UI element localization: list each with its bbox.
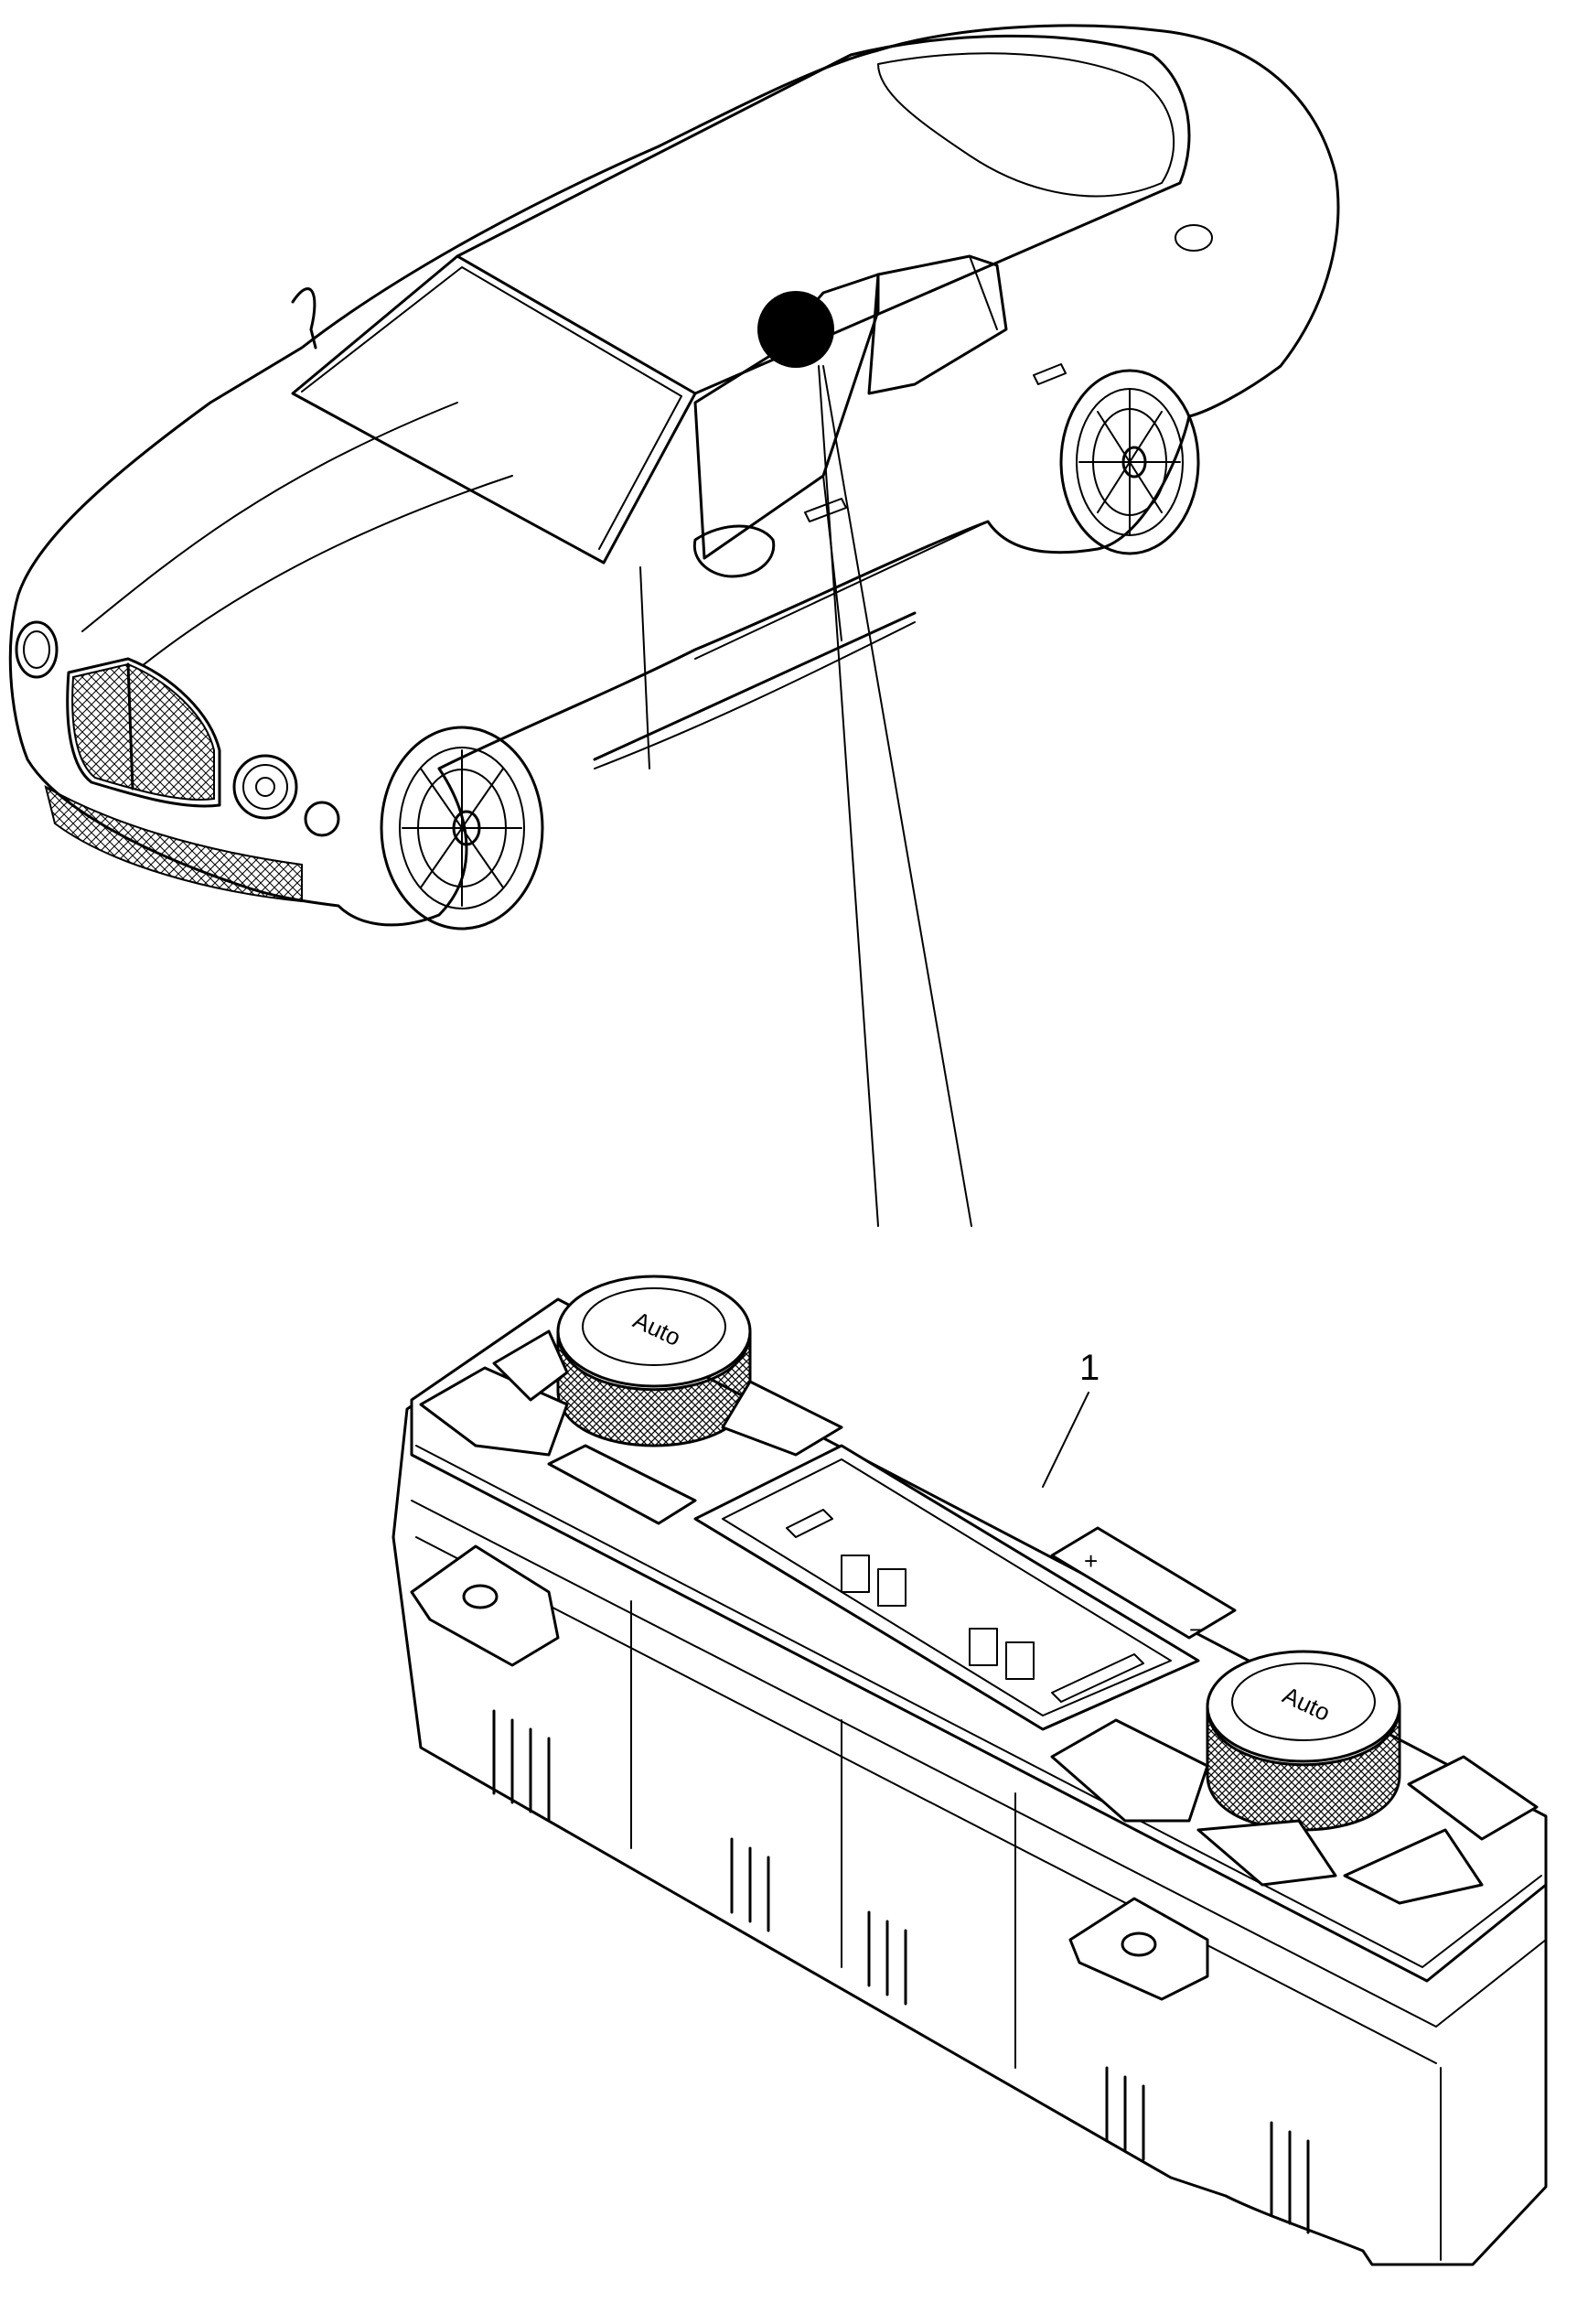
windscreen [291, 254, 697, 565]
temperature-rocker-right[interactable]: + − [1050, 1526, 1237, 1643]
callout-1: 1 [1042, 1348, 1100, 1488]
mounting-tab-right [1068, 1897, 1209, 2001]
leader-lines [818, 365, 972, 1227]
fan-button-left[interactable] [547, 1444, 697, 1525]
callout-label-1: 1 [1079, 1348, 1100, 1388]
roof-line [456, 34, 1191, 395]
right-temperature-knob[interactable]: Auto [1206, 1650, 1401, 1832]
fan-button-right[interactable] [1050, 1718, 1209, 1823]
left-button-3[interactable] [721, 1380, 843, 1457]
wing-mirror [692, 524, 776, 578]
leader-line-left [818, 365, 879, 1227]
vent-slots [492, 1709, 1310, 2234]
plus-label: + [1084, 1547, 1098, 1575]
side-window-rear [867, 254, 1008, 395]
minus-label: − [1189, 1616, 1203, 1643]
headlight-right [232, 754, 340, 837]
fuel-cap [1175, 224, 1213, 252]
lcd-display [693, 1444, 1200, 1731]
mounting-tab-left [410, 1544, 560, 1667]
right-button-3[interactable] [1407, 1755, 1539, 1841]
left-button-2[interactable] [492, 1329, 569, 1402]
right-button-1[interactable] [1196, 1819, 1337, 1887]
left-temperature-knob[interactable]: Auto [556, 1275, 752, 1447]
location-marker-dot [757, 291, 834, 368]
rear-window [877, 52, 1175, 198]
car-drawing [8, 24, 1340, 931]
leader-line-right [822, 365, 972, 1227]
rear-wheel [1059, 369, 1200, 555]
headlight-left [15, 620, 59, 679]
lcd-bar-graph [1051, 1653, 1144, 1703]
callout-leader-1 [1042, 1392, 1089, 1488]
antenna [291, 287, 317, 350]
lower-grille [44, 784, 303, 903]
right-button-2[interactable] [1343, 1828, 1484, 1905]
climate-control-panel: Auto + − Auto [392, 1275, 1548, 2266]
front-wheel [380, 726, 544, 931]
